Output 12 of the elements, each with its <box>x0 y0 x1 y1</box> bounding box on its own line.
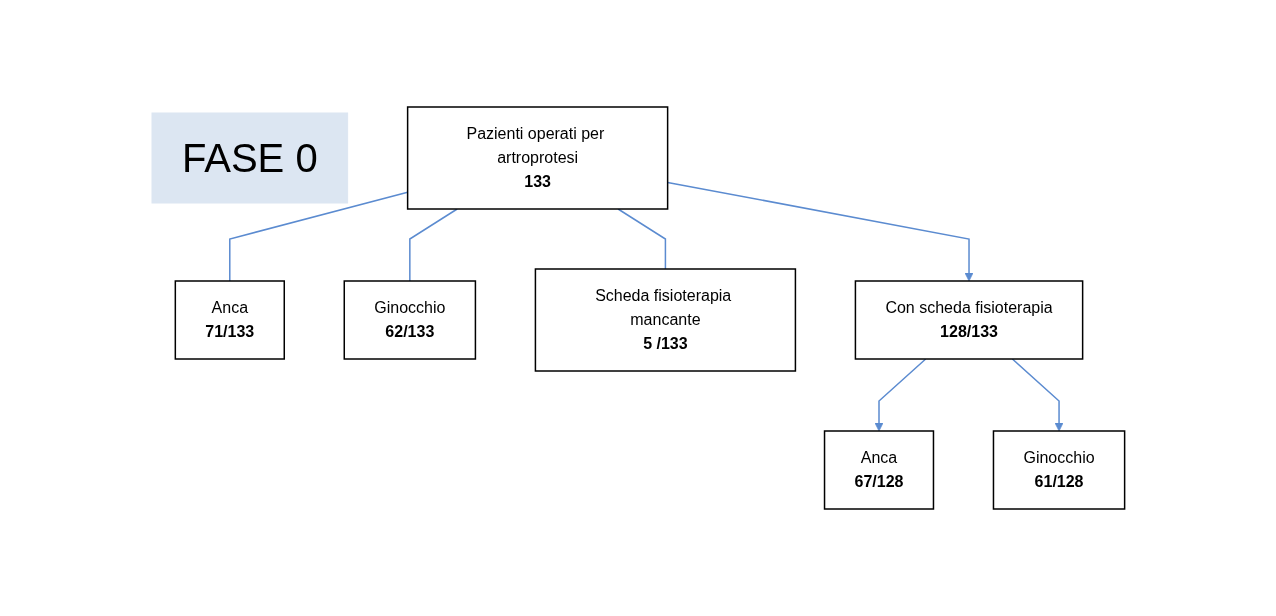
node-box: FASE 0 <box>151 112 348 204</box>
connector <box>408 208 458 282</box>
node-box: Scheda fisioterapia mancante 5 /133 <box>534 268 796 372</box>
arrow <box>874 358 927 432</box>
node-box: Anca 67/128 <box>823 430 934 510</box>
node-box: Con scheda fisioterapia 128/133 <box>854 280 1084 360</box>
connector <box>617 208 666 270</box>
node-box: Ginocchio 61/128 <box>992 430 1126 510</box>
node-box: Anca 71/133 <box>174 280 285 360</box>
arrow <box>1011 358 1064 432</box>
node-box: Pazienti operati per artroprotesi 133 <box>406 106 669 210</box>
node-box: Ginocchio 62/133 <box>343 280 476 360</box>
